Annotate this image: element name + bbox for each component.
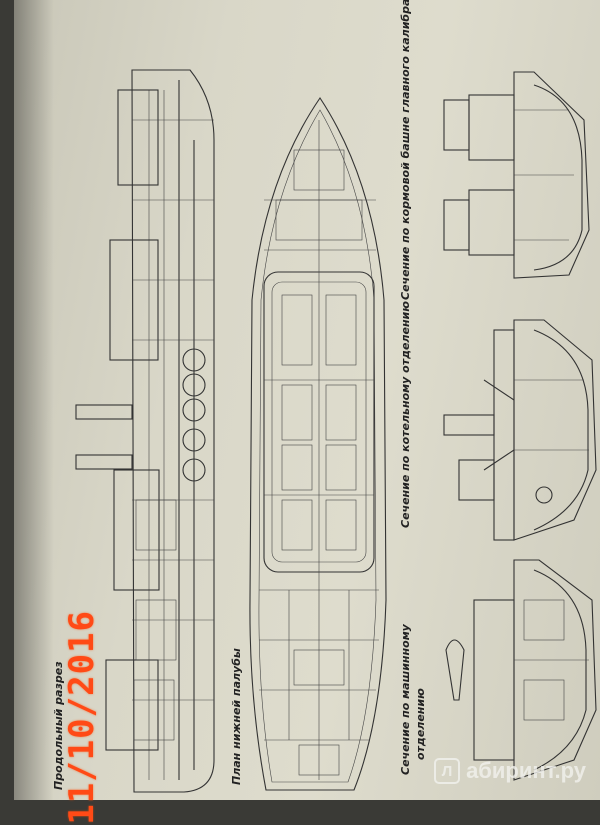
book-icon: Л — [434, 758, 461, 784]
longitudinal-section-drawing — [75, 69, 215, 793]
date-stamp: 11/10/2016 — [62, 610, 102, 825]
watermark-text: абиринт.ру — [466, 758, 586, 783]
book-page: Продольный разрез План нижней палубы Сеч… — [14, 0, 600, 800]
lower-deck-plan-drawing — [249, 97, 387, 791]
turret-cross-section-drawing — [443, 71, 590, 279]
ship-drawings — [75, 69, 597, 793]
engine-section-label-line1: Сечение по машинному — [399, 624, 412, 775]
watermark-logo: Л абиринт.ру — [434, 758, 586, 784]
engine-section-label-line2: отделению — [414, 688, 427, 760]
boiler-section-label: Сечение по котельному отделению — [399, 301, 412, 528]
lower-deck-plan-label: План нижней палубы — [230, 648, 243, 785]
engine-cross-section-drawing — [445, 559, 597, 781]
boiler-cross-section-drawing — [443, 319, 597, 541]
turret-section-label: Сечение по кормовой башне главного калиб… — [399, 0, 412, 300]
